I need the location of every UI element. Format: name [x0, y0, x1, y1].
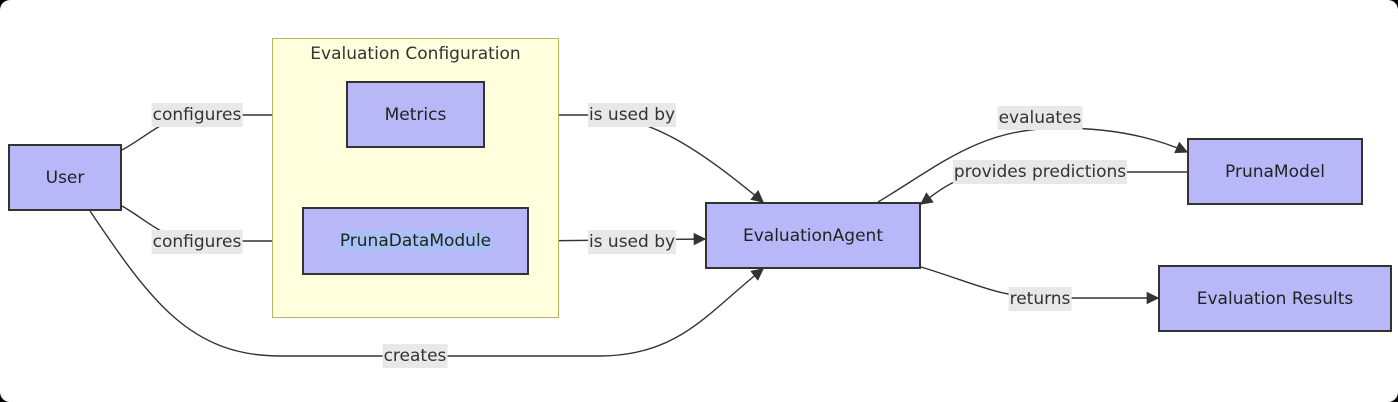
node-metrics-label: Metrics — [384, 104, 447, 125]
node-metrics[interactable]: Metrics — [346, 81, 485, 148]
edge-label-user-datamodule: configures — [151, 230, 243, 254]
edge-label-datamodule-agent: is used by — [587, 230, 677, 254]
node-evaluation-results[interactable]: Evaluation Results — [1158, 265, 1392, 332]
edge-label-agent-model: evaluates — [997, 106, 1083, 130]
edge-label-agent-results: returns — [1008, 287, 1072, 311]
node-pruna-model-label: PrunaModel — [1225, 161, 1325, 182]
node-user[interactable]: User — [8, 144, 122, 211]
group-title: Evaluation Configuration — [310, 44, 521, 64]
evaluation-configuration-group: Evaluation Configuration — [272, 38, 559, 318]
edge-label-metrics-agent: is used by — [587, 103, 677, 127]
node-pruna-model[interactable]: PrunaModel — [1187, 138, 1363, 205]
node-user-label: User — [45, 167, 85, 188]
node-pruna-data-module-label: PrunaDataModule — [338, 231, 493, 251]
node-evaluation-agent-label: EvaluationAgent — [742, 225, 884, 246]
edge-label-user-metrics: configures — [151, 103, 243, 127]
node-evaluation-agent[interactable]: EvaluationAgent — [705, 202, 921, 269]
edge-label-model-agent: provides predictions — [952, 160, 1128, 184]
node-pruna-data-module[interactable]: PrunaDataModule — [302, 207, 529, 275]
node-evaluation-results-label: Evaluation Results — [1196, 288, 1354, 309]
edge-label-user-agent: creates — [382, 344, 448, 368]
edge-user-agent — [89, 210, 764, 357]
